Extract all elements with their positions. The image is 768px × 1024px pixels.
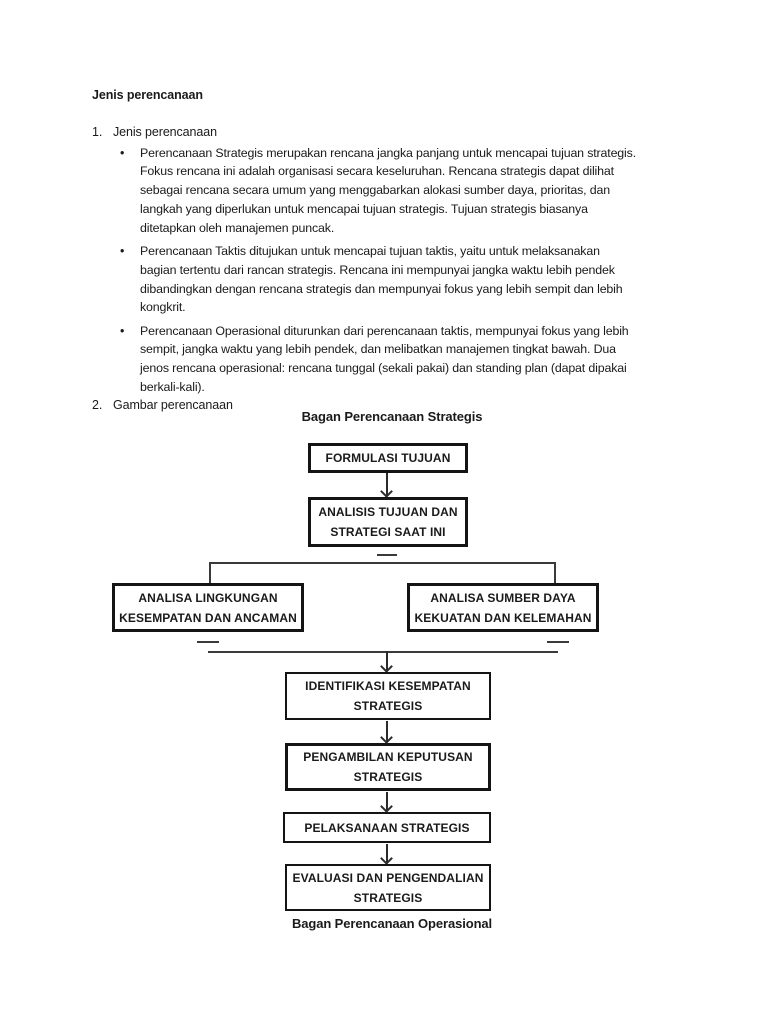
numbered-item-2: 2. Gambar perencanaan: [92, 398, 692, 412]
bullet-text: Perencanaan Strategis merupakan rencana …: [140, 144, 692, 238]
text-line: sebagai rencana secara umum yang menggab…: [140, 183, 610, 198]
flowchart-node-pelaksanaan: PELAKSANAAN STRATEGIS: [283, 812, 491, 843]
text-line: dibandingkan dengan rencana strategis da…: [140, 281, 623, 296]
bullet-item-taktis: • Perencanaan Taktis ditujukan untuk men…: [92, 242, 692, 317]
flowchart-node-evaluasi: EVALUASI DAN PENGENDALIAN STRATEGIS: [285, 864, 491, 911]
flowchart-node-analisis-tujuan: ANALISIS TUJUAN DAN STRATEGI SAAT INI: [308, 497, 468, 547]
connector-dash: [197, 641, 219, 643]
bullet-text: Perencanaan Taktis ditujukan untuk menca…: [140, 242, 692, 317]
branch-drop-right: [554, 562, 556, 584]
node-label: ANALISA SUMBER DAYA KEKUATAN DAN KELEMAH…: [414, 590, 592, 625]
connector-dash: [547, 641, 569, 643]
node-label: PELAKSANAAN STRATEGIS: [304, 820, 470, 835]
arrow-down-icon: [386, 844, 388, 862]
node-label: FORMULASI TUJUAN: [325, 451, 451, 465]
arrow-down-icon: [386, 721, 388, 741]
arrow-down-icon: [386, 792, 388, 810]
flowchart-node-identifikasi: IDENTIFIKASI KESEMPATAN STRATEGIS: [285, 672, 491, 720]
bullet-item-operasional: • Perencanaan Operasional diturunkan dar…: [92, 322, 692, 397]
text-line: kongkrit.: [140, 300, 186, 315]
text-line: berkali-kali).: [140, 380, 205, 395]
page-title: Jenis perencanaan: [92, 88, 203, 102]
item-number: 1.: [92, 125, 103, 139]
flowchart-caption: Bagan Perencanaan Operasional: [291, 916, 493, 931]
node-label: ANALISA LINGKUNGAN KESEMPATAN DAN ANCAMA…: [119, 590, 297, 625]
numbered-item-1: 1. Jenis perencanaan: [92, 125, 692, 139]
text-line: bagian tertentu dari rancan strategis. R…: [140, 262, 615, 277]
bullet-marker: •: [120, 323, 125, 338]
node-label: PENGAMBILAN KEPUTUSAN STRATEGIS: [303, 750, 473, 784]
text-line: Perencanaan Strategis merupakan rencana …: [140, 145, 636, 160]
arrow-down-icon: [386, 651, 388, 670]
node-label: IDENTIFIKASI KESEMPATAN STRATEGIS: [305, 679, 471, 713]
flowchart-node-analisa-sumber-daya: ANALISA SUMBER DAYA KEKUATAN DAN KELEMAH…: [407, 583, 599, 632]
text-line: Perencanaan Operasional diturunkan dari …: [140, 323, 629, 338]
item-number: 2.: [92, 398, 103, 413]
flowchart-node-analisa-lingkungan: ANALISA LINGKUNGAN KESEMPATAN DAN ANCAMA…: [112, 583, 304, 632]
branch-drop-left: [209, 562, 211, 584]
item-title: Jenis perencanaan: [113, 125, 217, 139]
connector-dash: [377, 554, 397, 556]
bullet-text: Perencanaan Operasional diturunkan dari …: [140, 322, 692, 397]
bullet-marker: •: [120, 145, 125, 160]
text-line: langkah yang diperlukan untuk mencapai t…: [140, 201, 588, 216]
branch-line-top: [209, 562, 556, 564]
bullet-item-strategis: • Perencanaan Strategis merupakan rencan…: [92, 144, 692, 238]
node-label: ANALISIS TUJUAN DAN STRATEGI SAAT INI: [318, 505, 458, 539]
flowchart-node-formulasi-tujuan: FORMULASI TUJUAN: [308, 443, 468, 473]
item-title: Gambar perencanaan: [113, 398, 233, 413]
text-line: sempit, jangka waktu yang lebih pendek, …: [140, 342, 616, 357]
text-line: Fokus rencana ini adalah organisasi seca…: [140, 164, 614, 179]
bullet-marker: •: [120, 243, 125, 258]
node-label: EVALUASI DAN PENGENDALIAN STRATEGIS: [292, 870, 484, 905]
text-line: Perencanaan Taktis ditujukan untuk menca…: [140, 243, 600, 258]
join-line: [208, 651, 558, 653]
arrow-down-icon: [386, 473, 388, 495]
document-body: Jenis perencanaan 1. Jenis perencanaan •…: [92, 88, 692, 412]
flowchart-node-pengambilan: PENGAMBILAN KEPUTUSAN STRATEGIS: [285, 743, 491, 791]
text-line: ditetapkan oleh manajemen puncak.: [140, 220, 335, 235]
text-line: jenos rencana operasional: rencana tungg…: [140, 361, 627, 376]
